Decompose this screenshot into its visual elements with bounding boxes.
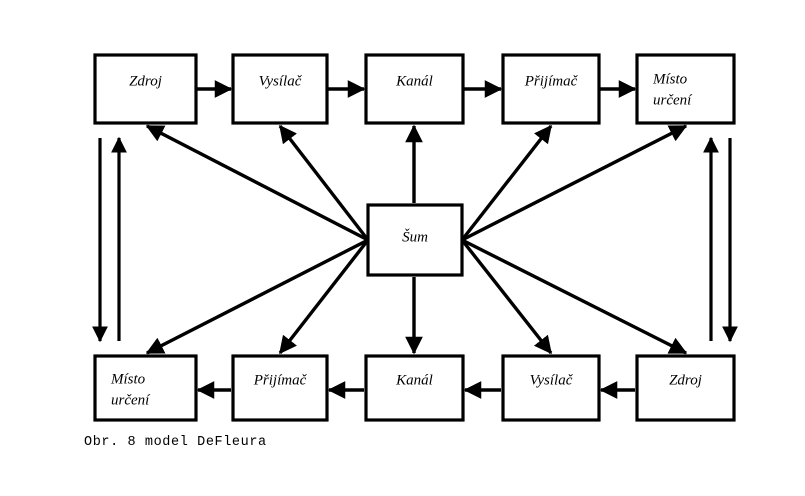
node-top-misto-urceni[interactable]: Místo určení	[635, 53, 736, 125]
node-top-zdroj[interactable]: Zdroj	[93, 53, 198, 125]
top-row-nodes: Zdroj Vysílač Kanál Přijímač Místo určen…	[93, 53, 736, 125]
arrow-noise-to-top-vysilac	[278, 124, 370, 242]
node-bottom-vysilac-box[interactable]	[501, 354, 601, 422]
node-top-vysilac[interactable]: Vysílač	[231, 53, 329, 125]
node-top-misto-urceni-box[interactable]	[635, 53, 736, 125]
node-top-kanal[interactable]: Kanál	[364, 53, 465, 125]
arrow-noise-to-top-zdroj	[145, 124, 369, 242]
arrow-noise-to-top-prijimac	[460, 124, 553, 242]
node-top-vysilac-box[interactable]	[231, 53, 329, 125]
node-top-misto-urceni-label-line1: Místo	[652, 71, 688, 87]
node-bottom-vysilac[interactable]: Vysílač	[501, 354, 601, 422]
node-top-prijimac-box[interactable]	[501, 53, 601, 125]
node-bottom-kanal[interactable]: Kanál	[364, 354, 465, 422]
right-feedback-arrows	[703, 136, 738, 343]
node-top-zdroj-label: Zdroj	[129, 73, 162, 89]
node-bottom-misto-urceni-box[interactable]	[93, 354, 198, 422]
arrow-noise-to-bottom-vysilac	[460, 238, 553, 355]
node-bottom-zdroj-box[interactable]	[635, 354, 736, 422]
node-bottom-misto-urceni-label-line2: určení	[111, 392, 151, 408]
node-top-vysilac-label: Vysílač	[259, 73, 303, 89]
arrow-noise-to-bottom-misto	[145, 238, 369, 355]
node-bottom-prijimac[interactable]: Přijímač	[231, 354, 329, 422]
node-bottom-kanal-label: Kanál	[395, 372, 433, 388]
node-top-kanal-box[interactable]	[364, 53, 465, 125]
node-bottom-misto-urceni-label-line1: Místo	[110, 371, 146, 387]
arrow-noise-to-top-misto	[461, 124, 688, 242]
node-top-misto-urceni-label-line2: určení	[653, 92, 693, 108]
node-top-zdroj-box[interactable]	[93, 53, 198, 125]
node-bottom-kanal-box[interactable]	[364, 354, 465, 422]
figure-caption: Obr. 8 model DeFleura	[84, 435, 267, 450]
left-feedback-arrows	[92, 136, 127, 343]
node-bottom-zdroj[interactable]: Zdroj	[635, 354, 736, 422]
node-bottom-prijimac-label: Přijímač	[253, 372, 308, 388]
node-noise[interactable]: Šum	[366, 203, 464, 277]
node-top-prijimac-label: Přijímač	[524, 73, 579, 89]
noise-arrows-to-top-row	[145, 124, 688, 242]
arrow-noise-to-bottom-zdroj	[461, 238, 688, 355]
node-bottom-prijimac-box[interactable]	[231, 354, 329, 422]
bottom-row-nodes: Místo určení Přijímač Kanál Vysílač Zdro…	[93, 354, 736, 422]
node-bottom-zdroj-label: Zdroj	[669, 372, 702, 388]
node-bottom-vysilac-label: Vysílač	[530, 372, 574, 388]
node-bottom-misto-urceni[interactable]: Místo určení	[93, 354, 198, 422]
noise-arrows-to-bottom-row	[145, 238, 688, 355]
node-top-prijimac[interactable]: Přijímač	[501, 53, 601, 125]
node-noise-box[interactable]	[366, 203, 464, 277]
arrow-noise-to-bottom-prijimac	[278, 238, 370, 355]
node-noise-label: Šum	[402, 228, 428, 245]
node-top-kanal-label: Kanál	[395, 73, 433, 89]
